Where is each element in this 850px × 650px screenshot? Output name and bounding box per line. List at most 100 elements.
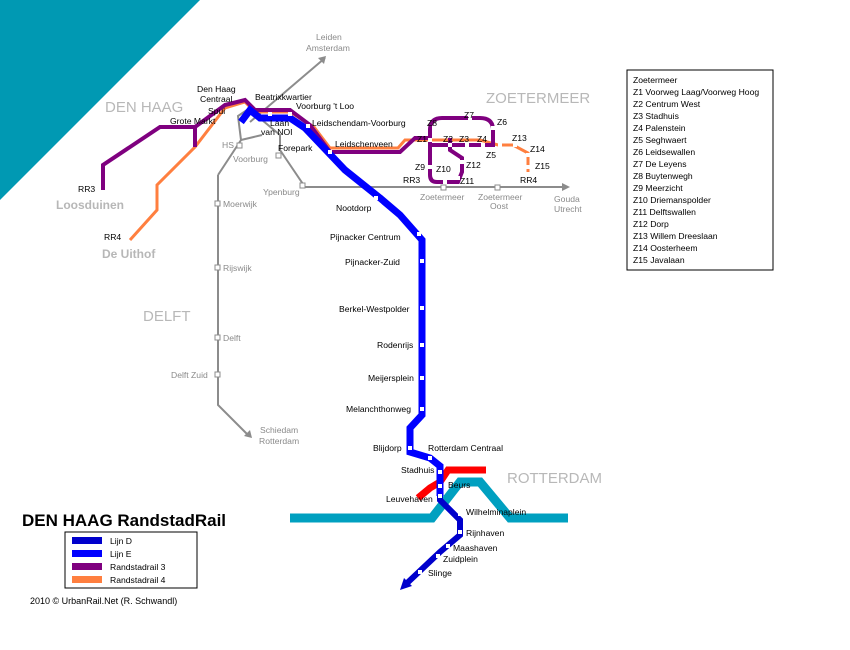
rail-station-rijswijk[interactable]: [214, 264, 221, 271]
rail-station-voorburg[interactable]: [275, 152, 282, 159]
station-z7[interactable]: [468, 116, 472, 120]
station-leuvehaven[interactable]: [438, 494, 442, 498]
stop-list-item: Z9 Meerzicht: [633, 183, 683, 193]
arrow-slinge: [400, 578, 412, 590]
station-maashaven[interactable]: [446, 544, 450, 548]
station-rotterdam-centraal[interactable]: [428, 456, 432, 460]
label-z14: Z14: [530, 144, 545, 154]
stop-list-item: Z14 Oosterheem: [633, 243, 697, 253]
station-blijdorp[interactable]: [408, 446, 412, 450]
rail-station-zoetermeer[interactable]: [440, 184, 447, 191]
label-blijdorp: Blijdorp: [373, 443, 402, 453]
label-melanchthonweg: Melanchthonweg: [346, 404, 411, 414]
label-rijnhaven: Rijnhaven: [466, 528, 504, 538]
station-berkel-westpolder[interactable]: [420, 306, 424, 310]
station-labels: Den Haag Centraal Spui Grote Markt Beatr…: [78, 84, 550, 578]
rail-station-labels: HS Voorburg Ypenburg Moerwijk Rijswijk D…: [171, 32, 582, 446]
label-amsterdam: Amsterdam: [306, 43, 350, 53]
station-z4[interactable]: [481, 143, 485, 147]
stop-list-box: [626, 69, 774, 271]
label-z13: Z13: [512, 133, 527, 143]
label-rr3: RR3: [78, 184, 95, 194]
label-z11: Z11: [460, 176, 474, 186]
legend-label: Randstadrail 3: [110, 562, 166, 572]
label-rodenrijs: Rodenrijs: [377, 340, 413, 350]
station-z9[interactable]: [428, 165, 432, 169]
label-den-haag-centraal-1: Den Haag: [197, 84, 236, 94]
station-rijnhaven[interactable]: [458, 530, 462, 534]
station-z5[interactable]: [498, 143, 502, 147]
label-z7: Z7: [464, 110, 474, 120]
label-laan-van-noi-1: Laan: [270, 118, 289, 128]
label-stadhuis: Stadhuis: [401, 465, 434, 475]
station-leidschendam-voorburg[interactable]: [306, 124, 310, 128]
label-leiden: Leiden: [316, 32, 342, 42]
station-meijersplein[interactable]: [420, 376, 424, 380]
label-grote-markt: Grote Markt: [170, 116, 216, 126]
station-z13[interactable]: [513, 143, 517, 147]
label-z15: Z15: [535, 161, 550, 171]
stop-list-item: Z4 Palenstein: [633, 123, 686, 133]
station-slinge[interactable]: [418, 570, 422, 574]
rail-to-gouda: [261, 119, 568, 188]
line-lijn-d: [402, 496, 463, 588]
rail-hs-branch: [240, 134, 263, 141]
lightrail-stations: [268, 112, 530, 574]
station-z3[interactable]: [465, 143, 469, 147]
city-label-rotterdam: ROTTERDAM: [507, 470, 602, 487]
rail-station-delft[interactable]: [214, 334, 221, 341]
station-melanchthonweg[interactable]: [420, 407, 424, 411]
station-nootdorp[interactable]: [374, 196, 378, 200]
station-laan-van-noi[interactable]: [268, 112, 272, 116]
rail-station-moerwijk[interactable]: [214, 200, 221, 207]
rail-station-zoetermeer-oost[interactable]: [494, 184, 501, 191]
station-z1[interactable]: [428, 138, 432, 142]
label-z1: Z1: [417, 134, 427, 144]
lijn-d-route: [402, 496, 463, 588]
label-zuidplein: Zuidplein: [443, 554, 478, 564]
station-z14[interactable]: [526, 153, 530, 157]
station-z10[interactable]: [443, 180, 447, 184]
label-wilhelminaplein: Wilhelminaplein: [466, 507, 526, 517]
station-wilhelminaplein[interactable]: [458, 512, 462, 516]
label-zoetermeer-oost-1: Zoetermeer: [478, 192, 523, 202]
label-rr4: RR4: [104, 232, 121, 242]
label-voorburg: Voorburg: [233, 154, 268, 164]
rail-station-ypenburg[interactable]: [299, 182, 306, 189]
station-z11[interactable]: [456, 176, 460, 180]
label-berkel-westpolder: Berkel-Westpolder: [339, 304, 410, 314]
label-leidschendam-voorburg: Leidschendam-Voorburg: [312, 118, 406, 128]
rail-station-hs[interactable]: [236, 142, 243, 149]
label-meijersplein: Meijersplein: [368, 373, 414, 383]
arrow-rotterdam: [244, 430, 252, 438]
label-z5: Z5: [486, 150, 496, 160]
station-beurs[interactable]: [438, 484, 442, 488]
station-pijnacker-centrum[interactable]: [417, 232, 421, 236]
label-beatrixkwartier: Beatrixkwartier: [255, 92, 312, 102]
stop-list-item: Z3 Stadhuis: [633, 111, 679, 121]
label-z8: Z8: [427, 118, 437, 128]
label-hs: HS: [222, 140, 234, 150]
label-pijnacker-zuid: Pijnacker-Zuid: [345, 257, 400, 267]
station-stadhuis[interactable]: [438, 470, 442, 474]
stop-list-item: Z1 Voorweg Laag/Voorweg Hoog: [633, 87, 759, 97]
station-leidschenveen[interactable]: [328, 150, 332, 154]
label-moerwijk: Moerwijk: [223, 199, 258, 209]
label-beurs: Beurs: [448, 480, 470, 490]
label-leidschenveen: Leidschenveen: [335, 139, 393, 149]
stop-list-item: Z11 Delftswallen: [633, 207, 696, 217]
station-z6[interactable]: [491, 126, 495, 130]
station-zuidplein[interactable]: [436, 554, 440, 558]
legend-swatch: [72, 576, 102, 583]
station-rodenrijs[interactable]: [420, 343, 424, 347]
lijn-e-route: [238, 105, 444, 496]
station-z8[interactable]: [432, 126, 436, 130]
station-z15[interactable]: [526, 165, 530, 169]
station-pijnacker-zuid[interactable]: [420, 259, 424, 263]
station-voorburg-t-loo[interactable]: [288, 112, 292, 116]
station-z2[interactable]: [448, 143, 452, 147]
label-leuvehaven: Leuvehaven: [386, 494, 433, 504]
station-z12[interactable]: [460, 160, 464, 164]
line-randstadrail-3: [101, 97, 495, 190]
rail-station-delft-zuid[interactable]: [214, 371, 221, 378]
